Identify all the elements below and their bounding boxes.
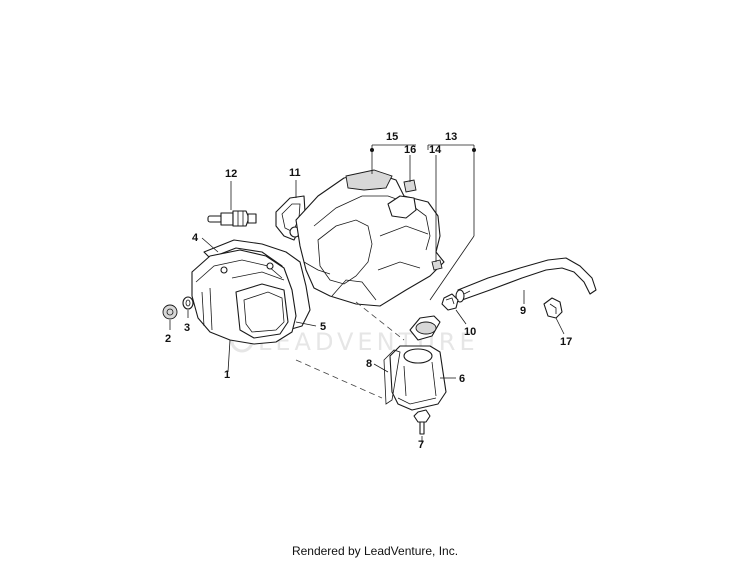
callout-6: 6 [459, 373, 465, 385]
bolt [413, 409, 431, 435]
footer-credit: Rendered by LeadVenture, Inc. [291, 544, 459, 558]
callout-17: 17 [560, 336, 572, 348]
callout-3: 3 [184, 322, 190, 334]
head-cover-housing [295, 169, 445, 307]
clip-14 [431, 259, 443, 271]
callout-15: 15 [386, 131, 398, 143]
hose-clamp-10 [441, 293, 459, 311]
callout-2: 2 [165, 333, 171, 345]
alignment-line [295, 359, 383, 399]
breather-housing [389, 315, 447, 411]
callout-14: 14 [429, 144, 442, 156]
breather-gasket [383, 349, 401, 405]
callout-10: 10 [464, 326, 476, 338]
spark-plug [207, 210, 257, 227]
callout-9: 9 [520, 305, 526, 317]
callout-4: 4 [192, 232, 199, 244]
breather-hose [455, 257, 597, 303]
callout-16: 16 [404, 144, 416, 156]
callout-1: 1 [224, 369, 230, 381]
callout-7: 7 [418, 439, 424, 451]
callout-5: 5 [320, 321, 326, 333]
plug [162, 304, 178, 320]
callout-11: 11 [289, 167, 301, 179]
hose-clamp-17 [543, 297, 563, 319]
callout-8: 8 [366, 358, 372, 370]
callout-13: 13 [445, 131, 457, 143]
cylinder-head-cover [191, 249, 297, 345]
washer [182, 296, 194, 310]
callout-12: 12 [225, 168, 237, 180]
alignment-line-2 [355, 301, 405, 341]
leader-lines [169, 150, 565, 444]
clip-16 [403, 179, 417, 193]
